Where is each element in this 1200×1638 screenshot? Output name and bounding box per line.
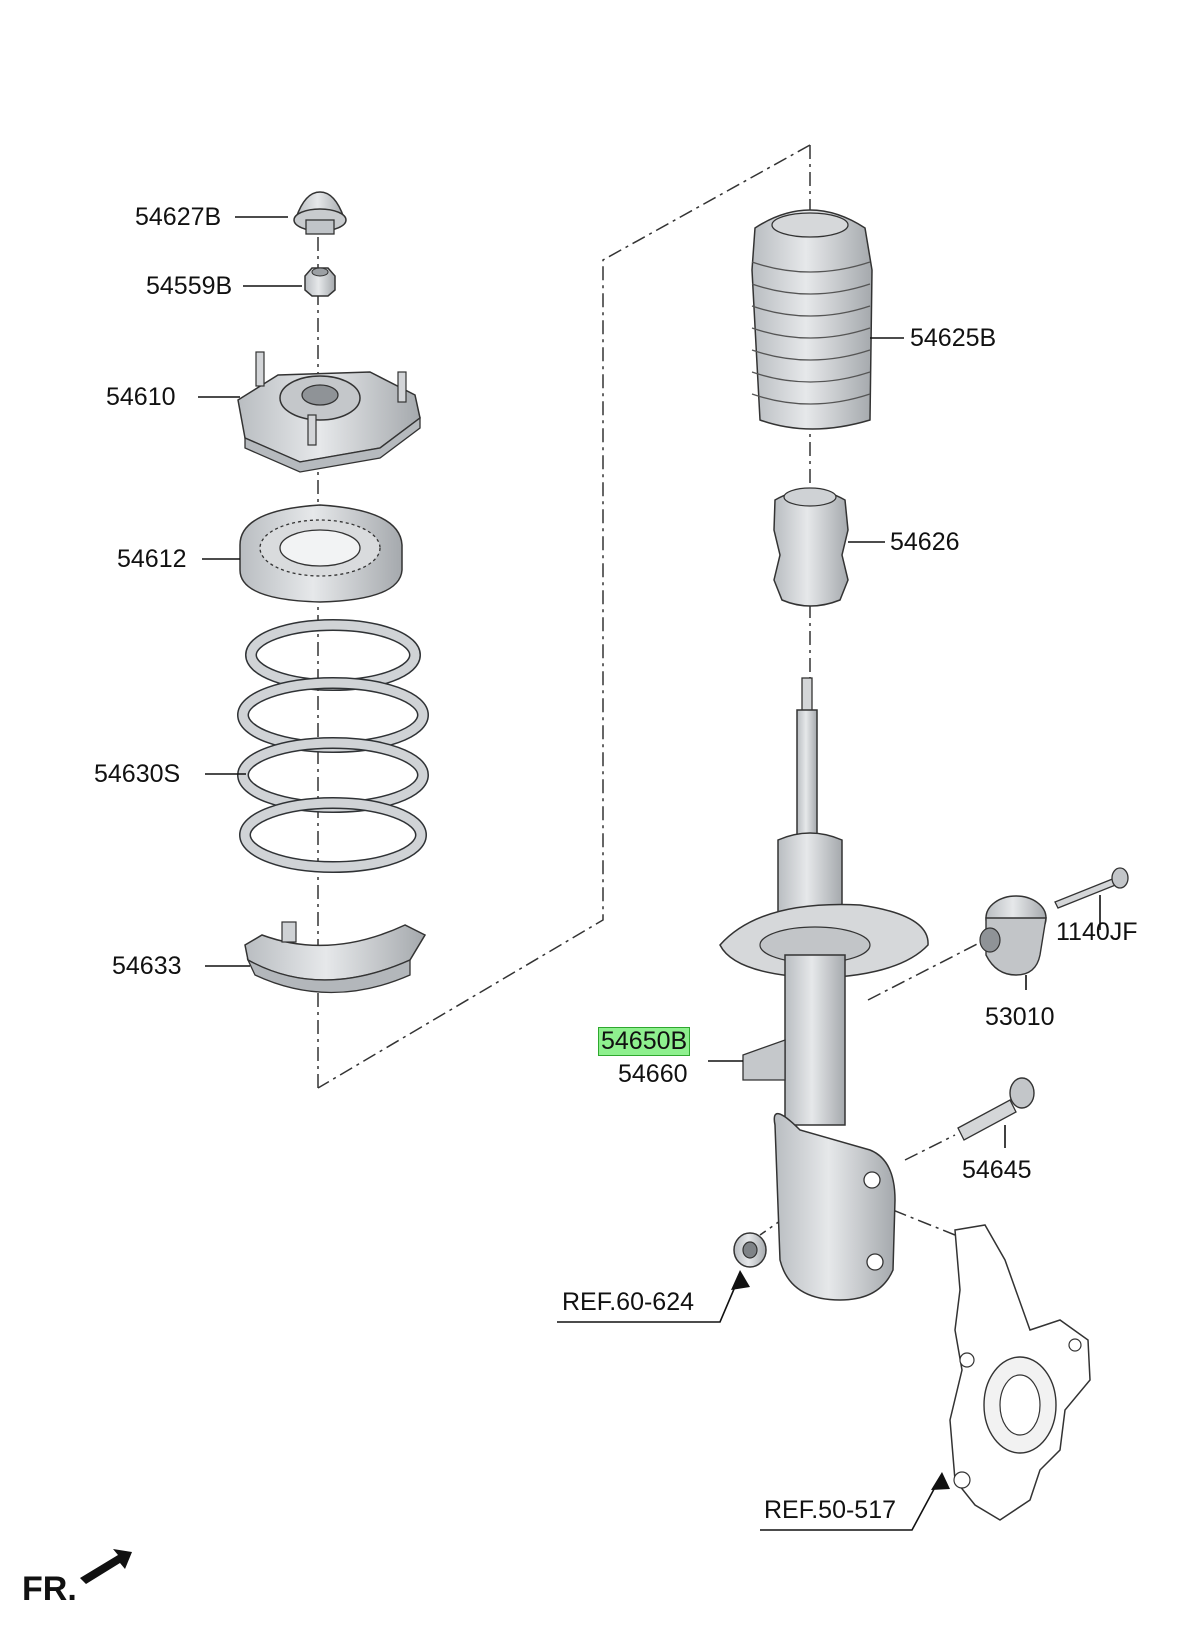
label-54627B: 54627B bbox=[135, 203, 222, 231]
top-nut-part bbox=[304, 267, 336, 297]
front-arrow-icon bbox=[80, 1549, 132, 1584]
strut-assembly-part bbox=[719, 677, 929, 1301]
leader-lines bbox=[198, 216, 1101, 1531]
label-1140JF: 1140JF bbox=[1056, 918, 1138, 946]
strut-mount-part bbox=[237, 351, 421, 473]
label-54625B: 54625B bbox=[910, 324, 997, 352]
label-54559B: 54559B bbox=[146, 272, 233, 300]
lower-spring-pad-part bbox=[244, 921, 427, 994]
label-54633: 54633 bbox=[112, 952, 182, 980]
small-bolt-part bbox=[1054, 867, 1129, 909]
bearing-seat-part bbox=[239, 504, 403, 603]
label-ref-50-517[interactable]: REF.50-517 bbox=[764, 1496, 897, 1524]
label-ref-60-624[interactable]: REF.60-624 bbox=[562, 1288, 695, 1316]
coil-spring-part bbox=[237, 619, 429, 873]
label-54610: 54610 bbox=[106, 383, 176, 411]
steering-knuckle-part bbox=[949, 1224, 1091, 1521]
label-53010: 53010 bbox=[985, 1003, 1055, 1031]
label-54660: 54660 bbox=[618, 1060, 688, 1088]
label-54612: 54612 bbox=[117, 545, 187, 573]
label-54650B-selected[interactable]: 54650B bbox=[598, 1027, 691, 1056]
label-54626: 54626 bbox=[890, 528, 960, 556]
label-54645: 54645 bbox=[962, 1156, 1032, 1184]
front-orientation-label: FR. bbox=[22, 1570, 77, 1608]
dust-boot-part bbox=[751, 209, 873, 430]
lower-bolt-part bbox=[957, 1077, 1035, 1141]
bushing-part bbox=[979, 895, 1047, 976]
dust-cap-part bbox=[293, 191, 347, 235]
bump-stop-part bbox=[773, 487, 849, 607]
flange-nut-part bbox=[733, 1232, 767, 1268]
leader-arrows bbox=[731, 1270, 950, 1490]
label-54630S: 54630S bbox=[94, 760, 181, 788]
